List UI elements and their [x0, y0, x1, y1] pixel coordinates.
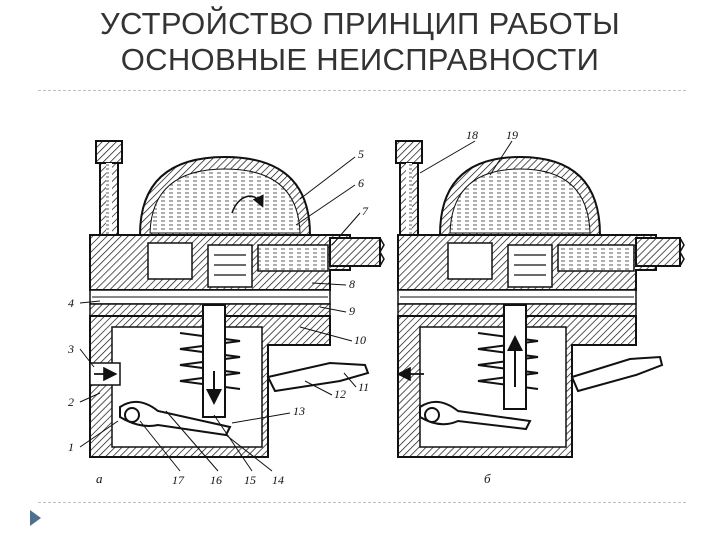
label-17: 17 [172, 473, 185, 487]
bullet-arrow-icon [30, 510, 41, 526]
title-line-1: УСТРОЙСТВО ПРИНЦИП РАБОТЫ [99, 6, 621, 41]
fuel-in-dome-b [449, 168, 591, 234]
label-1: 1 [68, 440, 74, 454]
valve-chamber-center [207, 244, 253, 288]
label-18: 18 [466, 128, 478, 142]
pump-view-a [89, 140, 385, 458]
slide-title: УСТРОЙСТВО ПРИНЦИП РАБОТЫ ОСНОВНЫЕ НЕИСП… [0, 6, 720, 78]
label-12: 12 [334, 387, 346, 401]
label-7: 7 [362, 204, 369, 218]
manual-priming-lever [266, 361, 370, 393]
part-labels: 5 6 7 8 9 10 11 12 13 14 15 16 17 4 3 2 … [67, 128, 518, 487]
top-divider [38, 90, 686, 91]
label-6: 6 [358, 176, 364, 190]
label-16: 16 [210, 473, 222, 487]
label-2: 2 [68, 395, 74, 409]
label-5: 5 [358, 147, 364, 161]
caption-b: б [484, 471, 491, 486]
label-14: 14 [272, 473, 284, 487]
pump-view-b [395, 140, 685, 458]
label-9: 9 [349, 304, 355, 318]
label-8: 8 [349, 277, 355, 291]
fuel-in-dome [149, 168, 301, 234]
inlet-fitting [95, 140, 123, 254]
label-3: 3 [67, 342, 74, 356]
label-10: 10 [354, 333, 366, 347]
outlet-fitting-b [635, 237, 681, 267]
bottom-divider [38, 502, 686, 503]
outlet-channel [257, 244, 329, 272]
label-13: 13 [293, 404, 305, 418]
label-19: 19 [506, 128, 518, 142]
caption-a: а [96, 471, 103, 486]
fuel-pump-diagram: 5 6 7 8 9 10 11 12 13 14 15 16 17 4 3 2 … [67, 128, 685, 487]
label-4: 4 [68, 296, 74, 310]
outlet-fitting [329, 237, 381, 267]
valve-chamber-left [147, 242, 193, 280]
manual-priming-lever-b [570, 355, 664, 393]
leader-lines [79, 140, 513, 472]
label-15: 15 [244, 473, 256, 487]
label-11: 11 [358, 380, 369, 394]
inlet-fitting-b [395, 140, 423, 254]
title-line-2: ОСНОВНЫЕ НЕИСПРАВНОСТИ [120, 42, 600, 77]
